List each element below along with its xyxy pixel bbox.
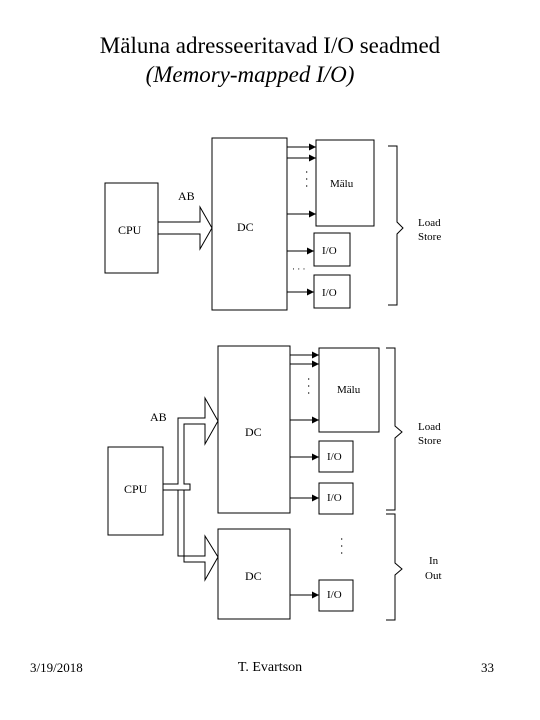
bottom-bus-label: AB bbox=[150, 410, 167, 424]
bottom-diagram bbox=[107, 345, 403, 621]
top-cpu-label: CPU bbox=[118, 223, 142, 237]
bottom-io-label-3: I/O bbox=[327, 589, 342, 601]
top-io-label-1: I/O bbox=[322, 245, 337, 257]
top-io-box-2 bbox=[313, 274, 351, 309]
bottom-decoder-label-1: DC bbox=[245, 425, 262, 439]
top-load-store-brace bbox=[388, 145, 404, 306]
top-cpu-box bbox=[104, 182, 159, 274]
bottom-io-box-2 bbox=[318, 482, 354, 515]
top-horizontal-ellipsis: · · · bbox=[292, 264, 306, 274]
top-io-box-1 bbox=[313, 232, 351, 267]
top-bus-label: AB bbox=[178, 189, 195, 203]
bottom-decoder-box-2 bbox=[217, 528, 291, 620]
bottom-memory-label: Mälu bbox=[337, 384, 361, 396]
bottom-diagram-labels: AB CPU DC DC Mälu I/O I/O I/O · · · · · … bbox=[124, 377, 442, 601]
bottom-brace1-label-line1: Load bbox=[418, 421, 441, 433]
footer-page-number: 33 bbox=[481, 660, 494, 675]
bottom-in-out-brace bbox=[386, 513, 403, 621]
bottom-io-label-2: I/O bbox=[327, 492, 342, 504]
bottom-bus-arrow-lower bbox=[163, 489, 219, 582]
top-decoder-label: DC bbox=[237, 220, 254, 234]
top-diagram-labels: AB CPU DC Mälu I/O I/O · · · · · · Load … bbox=[118, 170, 441, 299]
bottom-bus-arrow-upper bbox=[163, 396, 219, 491]
top-memory-label: Mälu bbox=[330, 178, 354, 190]
bottom-vertical-ellipsis-1: · · · bbox=[302, 377, 316, 395]
top-decoder-box bbox=[211, 137, 288, 311]
top-vertical-ellipsis: · · · bbox=[300, 170, 314, 188]
top-memory-box bbox=[315, 139, 375, 227]
bottom-brace2-label-line2: Out bbox=[425, 570, 442, 582]
bottom-cpu-box bbox=[107, 446, 164, 536]
slide-subtitle: (Memory-mapped I/O) bbox=[145, 62, 355, 87]
bottom-memory-box bbox=[318, 347, 380, 433]
top-bus-arrow bbox=[157, 205, 213, 251]
footer-date: 3/19/2018 bbox=[30, 660, 83, 675]
footer-author: T. Evartson bbox=[237, 660, 303, 675]
bottom-load-store-brace bbox=[386, 347, 403, 511]
bottom-io-box-1 bbox=[318, 440, 354, 473]
slide-title: Mäluna adresseeritavad I/O seadmed bbox=[99, 33, 441, 58]
bottom-decoder-label-2: DC bbox=[245, 569, 262, 583]
top-brace-label-line2: Store bbox=[418, 231, 441, 243]
top-brace-label-line1: Load bbox=[418, 217, 441, 229]
bottom-brace1-label-line2: Store bbox=[418, 435, 441, 447]
bottom-vertical-ellipsis-2: · · · bbox=[335, 537, 349, 555]
bottom-brace2-label-line1: In bbox=[429, 555, 439, 567]
bottom-cpu-label: CPU bbox=[124, 482, 148, 496]
bottom-io-label-1: I/O bbox=[327, 451, 342, 463]
bottom-decoder-box-1 bbox=[217, 345, 291, 514]
top-io-label-2: I/O bbox=[322, 287, 337, 299]
top-diagram bbox=[104, 137, 404, 311]
